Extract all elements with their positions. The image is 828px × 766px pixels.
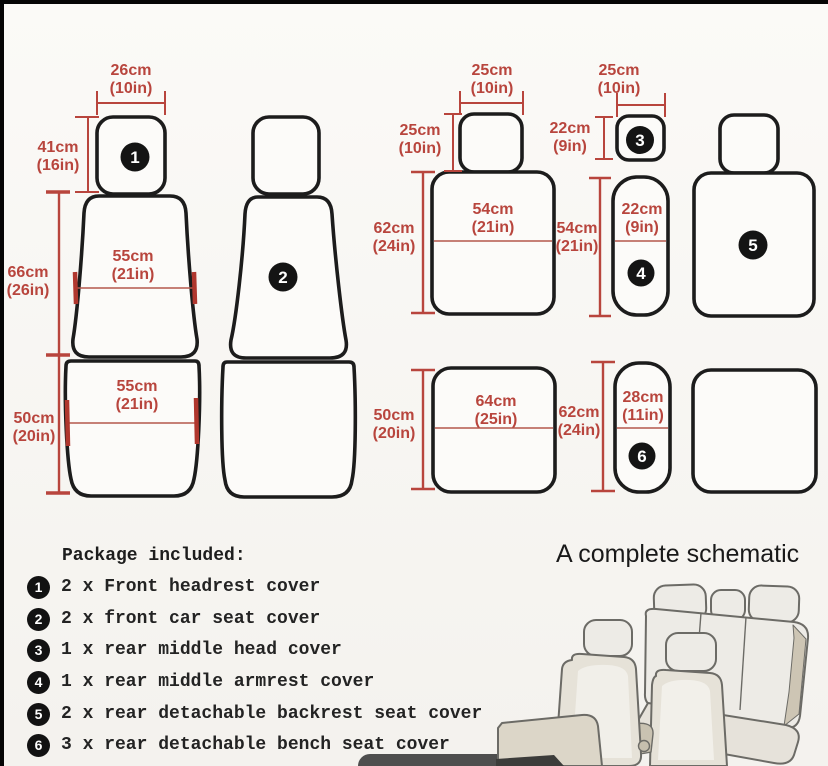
list-item: 1 2 x Front headrest cover xyxy=(27,575,320,599)
marker-4-number: 4 xyxy=(636,264,646,283)
marker-3-number: 3 xyxy=(635,131,644,150)
bench-middle-height-label: 62cm (24in) xyxy=(557,404,601,439)
rear-backrest-height-label: 62cm (24in) xyxy=(372,220,416,255)
front-headrest-height-label: 41cm (16in) xyxy=(36,139,80,174)
rear-headrest-height-label: 25cm (10in) xyxy=(398,122,442,157)
marker-2-number: 2 xyxy=(278,268,287,287)
item-3-badge: 3 xyxy=(27,638,50,662)
interior-measure-lines xyxy=(68,240,668,429)
marker-3-circle xyxy=(626,126,654,154)
item-2-badge: 2 xyxy=(27,607,50,631)
item-4-text: 1 x rear middle armrest cover xyxy=(61,672,375,692)
rear-bench-right xyxy=(691,368,818,494)
seat-dimension-diagram: 1 2 3 4 5 6 xyxy=(46,91,818,499)
dimension-lines xyxy=(46,91,666,495)
front-cushion-1 xyxy=(63,359,202,498)
package-title: Package included: xyxy=(62,546,246,566)
item-5-text: 2 x rear detachable backrest seat cover xyxy=(61,704,483,724)
letterbox-top-bar xyxy=(0,0,828,4)
front-backrest-1 xyxy=(71,194,199,359)
marker-1-number: 1 xyxy=(130,148,139,167)
bench-width-label: 64cm (25in) xyxy=(474,393,518,428)
front-left-seat-drawing xyxy=(496,619,651,766)
item-6-badge: 6 xyxy=(27,733,50,757)
marker-1-circle xyxy=(120,142,150,172)
measure-edge-accents xyxy=(64,271,200,447)
marker-6-circle xyxy=(628,442,656,470)
item-5-badge: 5 xyxy=(27,702,50,726)
marker-5-number: 5 xyxy=(748,236,757,255)
part-markers: 1 2 3 4 5 6 xyxy=(120,126,768,470)
rear-headrest-width-label: 25cm (10in) xyxy=(470,62,514,97)
front-backrest-height-label: 66cm (26in) xyxy=(6,264,50,299)
car-seats-illustration xyxy=(496,583,810,766)
front-headrest-width-label: 26cm (10in) xyxy=(109,62,153,97)
schematic-title: A complete schematic xyxy=(556,540,800,568)
rear-armrest-cover xyxy=(611,175,670,317)
list-item: 3 1 x rear middle head cover xyxy=(27,638,342,662)
item-3-text: 1 x rear middle head cover xyxy=(61,640,342,660)
front-right-seat-drawing xyxy=(621,632,728,766)
marker-4-circle xyxy=(627,259,655,287)
item-6-text: 3 x rear detachable bench seat cover xyxy=(61,735,450,755)
item-4-badge: 4 xyxy=(27,670,50,694)
item-1-text: 2 x Front headrest cover xyxy=(61,577,321,597)
seat-shapes xyxy=(63,112,818,499)
item-2-text: 2 x front car seat cover xyxy=(61,609,321,629)
bench-height-label: 50cm (20in) xyxy=(372,407,416,442)
front-cushion-2 xyxy=(219,360,358,499)
head-cover-height-label: 22cm (9in) xyxy=(549,120,591,155)
list-item: 5 2 x rear detachable backrest seat cove… xyxy=(27,702,482,726)
rear-backrest-width-label: 54cm (21in) xyxy=(471,201,515,236)
rear-bench-left xyxy=(431,366,557,494)
item-1-badge: 1 xyxy=(27,575,50,599)
armrest-height-label: 54cm (21in) xyxy=(555,220,599,255)
front-cushion-height-label: 50cm (20in) xyxy=(12,410,56,445)
front-backrest-width-label: 55cm (21in) xyxy=(111,248,155,283)
marker-6-number: 6 xyxy=(637,447,646,466)
head-cover-width-label: 25cm (10in) xyxy=(597,62,641,97)
bench-middle-width-label: 28cm (11in) xyxy=(622,389,664,424)
bottom-rounded-bar xyxy=(358,754,538,766)
front-cushion-width-label: 55cm (21in) xyxy=(115,378,159,413)
letterbox-left-bar xyxy=(0,0,4,766)
rear-backrest-left xyxy=(430,170,556,316)
rear-headrest-right xyxy=(718,113,780,175)
rear-headrest-left xyxy=(458,112,524,174)
armrest-width-label: 22cm (9in) xyxy=(621,201,663,236)
marker-2-circle xyxy=(268,262,298,292)
front-headrest-2 xyxy=(251,115,321,196)
list-item: 4 1 x rear middle armrest cover xyxy=(27,670,374,694)
marker-5-circle xyxy=(738,230,768,260)
list-item: 6 3 x rear detachable bench seat cover xyxy=(27,733,450,757)
list-item: 2 2 x front car seat cover xyxy=(27,607,320,631)
